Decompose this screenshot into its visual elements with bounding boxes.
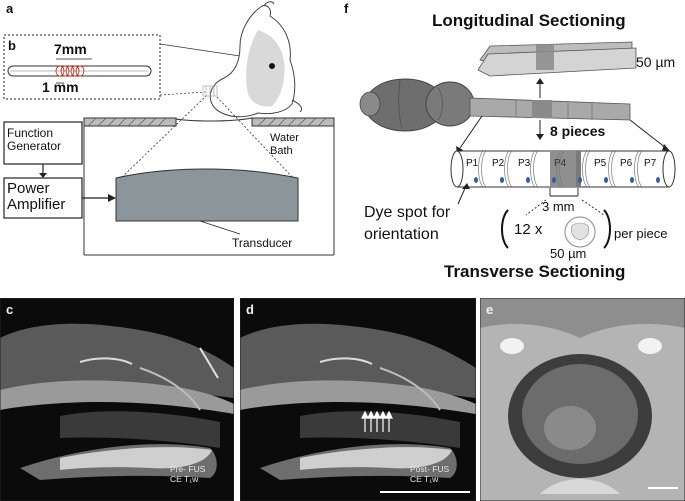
water-bath-tank	[83, 117, 335, 256]
longitudinal-slices	[477, 41, 637, 77]
piece-p7: P7	[644, 158, 657, 169]
function-generator-label: Function Generator	[7, 127, 61, 153]
catheter-icon	[7, 58, 152, 84]
panel-c-caption-line2: CE T₁w	[170, 474, 199, 484]
power-amplifier-line1: Power	[7, 180, 50, 197]
panel-d-caption: Post- FUS CE T₁w	[410, 464, 449, 484]
panel-d-caption-line2: CE T₁w	[410, 474, 439, 484]
inset-length-7mm: 7mm	[54, 41, 87, 57]
dye-spot-line2: orientation	[364, 226, 439, 243]
piece-p1: P1	[466, 158, 479, 169]
function-generator-box	[3, 121, 83, 165]
piece-p5: P5	[594, 158, 607, 169]
brain-icon	[359, 78, 475, 132]
rat-eye-icon	[269, 63, 275, 69]
panel-a: a	[0, 0, 335, 270]
mri-image-pre	[0, 298, 234, 501]
ultrasound-beam	[118, 95, 296, 181]
water-bath-label: Water Bath	[270, 132, 299, 158]
pieces-cylinder	[450, 150, 676, 188]
piece-p2: P2	[492, 158, 505, 169]
panel-f: f Longitudinal Sectioning	[340, 0, 685, 290]
tank-hatch	[87, 117, 327, 127]
dye-spot-line1: Dye spot for	[364, 204, 451, 221]
panel-c-caption-line1: Pre- FUS	[170, 464, 206, 474]
panel-letter-e: e	[486, 302, 494, 317]
panel-d-caption-line1: Post- FUS	[410, 464, 450, 474]
per-piece-label: per piece	[614, 226, 668, 241]
mri-image-post	[240, 298, 476, 501]
piece-p3: P3	[518, 158, 531, 169]
multiplier-label: 12 x	[514, 221, 543, 238]
coil-marker-icon	[202, 85, 218, 97]
fus-arrows-icon	[361, 410, 393, 432]
panel-letter-b: b	[8, 38, 16, 53]
panel-c-caption: Pre- FUS CE T₁w	[170, 464, 205, 484]
power-amplifier-line2: Amplifier	[7, 196, 66, 213]
water-bath-line2: Bath	[270, 145, 293, 157]
dye-spot-label: Dye spot for orientation	[364, 202, 450, 246]
thickness-top: 50 µm	[636, 54, 676, 70]
piece-p4: P4	[554, 158, 567, 169]
water-bath-line1: Water	[270, 132, 299, 144]
mri-cross-section	[480, 298, 685, 501]
transducer-icon	[115, 168, 299, 222]
pieces-label: 8 pieces	[550, 123, 606, 139]
rat-torso-shade	[246, 30, 285, 107]
panel-letter-f: f	[344, 1, 349, 16]
thickness-bottom: 50 µm	[550, 246, 587, 261]
transverse-title: Transverse Sectioning	[444, 262, 626, 281]
function-generator-line2: Generator	[7, 139, 62, 153]
panel-c-mri: c Pre- FUS CE T₁w	[0, 298, 234, 501]
panel-e-mri: e	[480, 298, 685, 501]
panel-letter-c: c	[6, 302, 14, 317]
piece-length-label: 3 mm	[542, 199, 575, 214]
panel-d-mri: d Post- FUS CE T₁w	[240, 298, 476, 501]
function-generator-line1: Function	[7, 126, 54, 140]
longitudinal-title: Longitudinal Sectioning	[432, 11, 626, 30]
panel-letter-d: d	[246, 302, 254, 317]
piece-p6: P6	[620, 158, 633, 169]
power-amplifier-box	[3, 177, 83, 219]
inset-length-1mm: 1 mm	[42, 79, 79, 95]
transducer-label: Transducer	[232, 236, 293, 250]
apparatus-drawing	[3, 1, 335, 256]
power-amplifier-label: Power Amplifier	[7, 181, 65, 213]
panel-letter-a: a	[6, 1, 14, 16]
dye-spots	[474, 177, 660, 183]
sectioning-drawing	[359, 41, 676, 249]
